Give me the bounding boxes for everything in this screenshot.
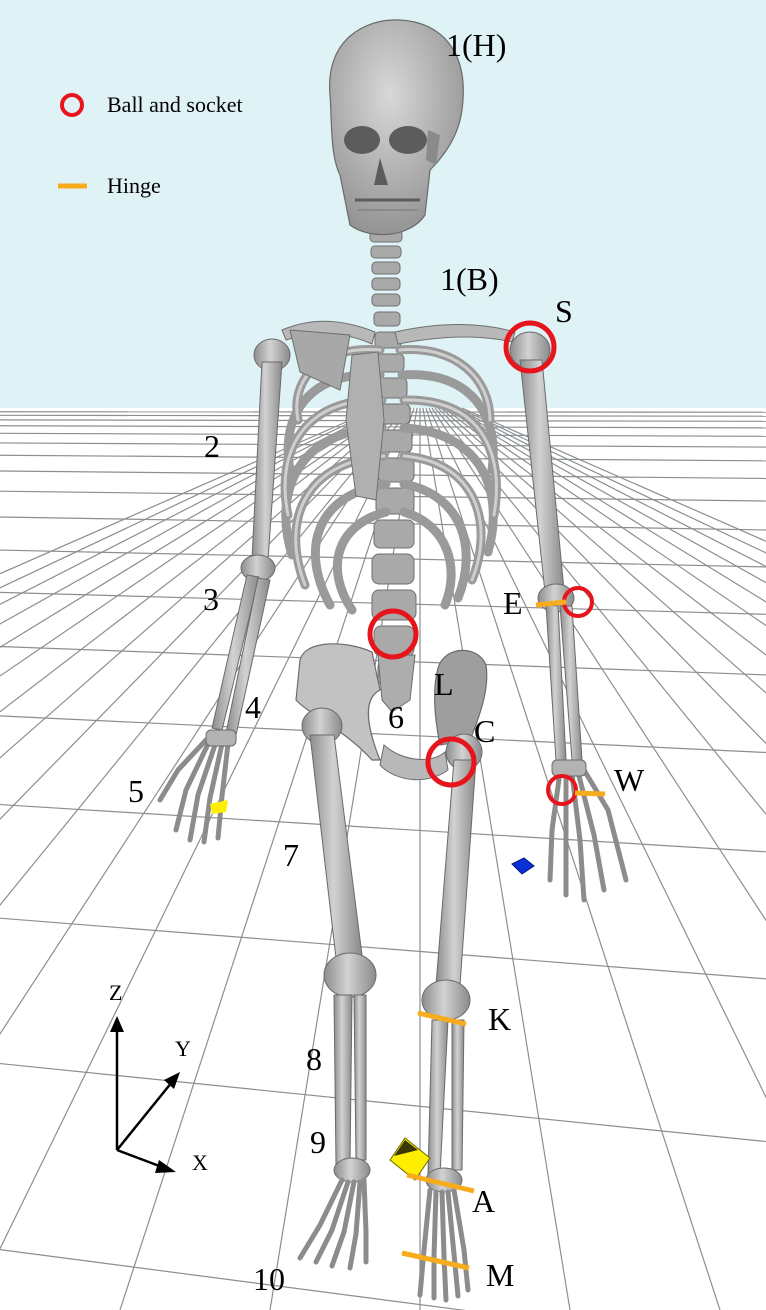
label-head: 1(H) (446, 27, 506, 63)
label-wrist-segment: 4 (245, 689, 261, 725)
label-elbow: E (503, 585, 523, 621)
legend-ball-socket-label: Ball and socket (107, 92, 243, 117)
label-pelvis: 6 (388, 699, 404, 735)
label-body: 1(B) (440, 261, 499, 297)
right-wrist-block (552, 760, 586, 776)
left-wrist-block (206, 730, 236, 746)
label-lumbar: L (434, 666, 454, 702)
label-ankle-segment: 9 (310, 1124, 326, 1160)
label-hand: 5 (128, 773, 144, 809)
label-wrist: W (614, 762, 645, 798)
label-hip: C (474, 713, 495, 749)
legend-hinge-label: Hinge (107, 173, 161, 198)
label-upper-arm: 2 (204, 428, 220, 464)
x-axis-label: X (192, 1150, 208, 1175)
label-foot: 10 (253, 1261, 285, 1297)
label-shoulder: S (555, 293, 573, 329)
label-forearm: 3 (203, 581, 219, 617)
label-metatarsal: M (486, 1257, 514, 1293)
label-shank: 8 (306, 1041, 322, 1077)
label-ankle: A (472, 1183, 495, 1219)
z-axis-label: Z (109, 980, 122, 1005)
wrist-hinge (575, 793, 605, 794)
elbow-hinge (536, 602, 566, 605)
y-axis-label: Y (175, 1036, 191, 1061)
label-thigh: 7 (283, 837, 299, 873)
label-knee: K (488, 1001, 511, 1037)
